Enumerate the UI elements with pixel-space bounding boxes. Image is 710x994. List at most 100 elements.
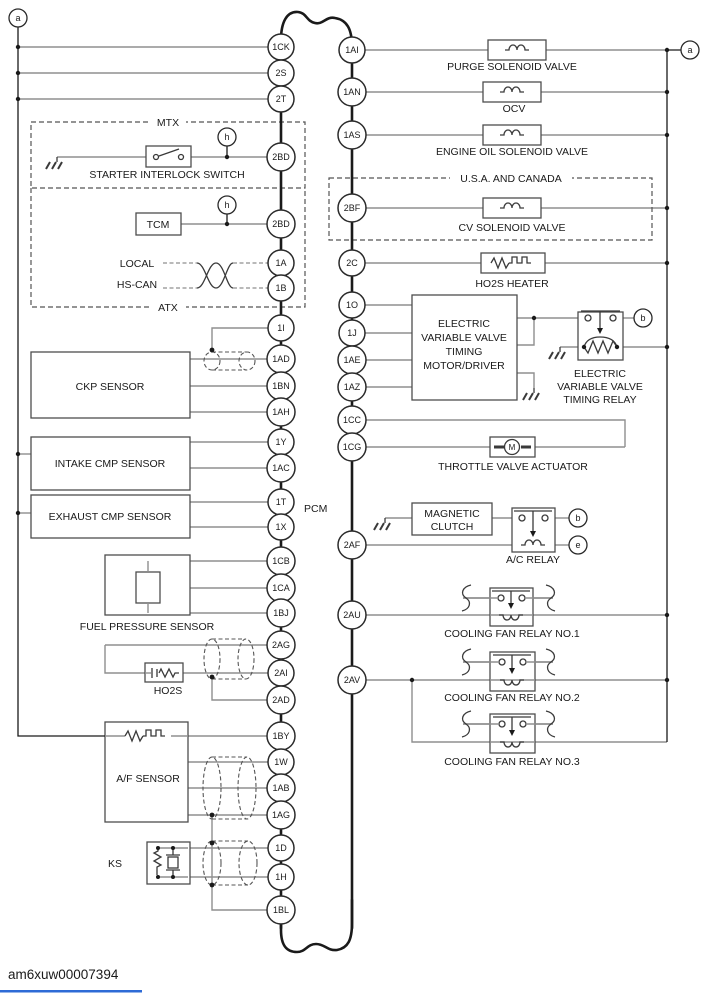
pcm-pin-1ca: 1CA bbox=[266, 573, 296, 603]
ho2s-heater-symbol bbox=[480, 252, 546, 274]
pcm-pins-left: 1CK 2S 2T 2BD 2BD 1A 1B 1I 1AD 1BN 1AH 1… bbox=[266, 33, 296, 925]
doc-code: am6xuw00007394 bbox=[8, 967, 119, 982]
intake-cmp-sensor-box bbox=[30, 436, 191, 491]
svg-text:2C: 2C bbox=[346, 258, 358, 268]
svg-text:1CA: 1CA bbox=[272, 583, 290, 593]
ocv-symbol bbox=[482, 81, 542, 103]
pcm-pin-2au: 2AU bbox=[337, 600, 367, 630]
purge-solenoid-valve-symbol bbox=[487, 39, 547, 61]
pcm-pin-1ai: 1AI bbox=[338, 36, 366, 64]
svg-text:2AD: 2AD bbox=[272, 695, 290, 705]
pcm-pin-1x: 1X bbox=[267, 513, 295, 541]
svg-text:1O: 1O bbox=[346, 300, 358, 310]
pcm-pin-1as: 1AS bbox=[337, 120, 367, 150]
evvt-relay-label: TIMING RELAY bbox=[563, 394, 636, 406]
footer-underline bbox=[0, 990, 142, 993]
pcm-pin-1cb: 1CB bbox=[266, 546, 296, 576]
evvt-motor-driver-label: MOTOR/DRIVER bbox=[423, 360, 505, 372]
twisted-pair-icon bbox=[196, 262, 234, 289]
svg-text:1D: 1D bbox=[275, 843, 287, 853]
pcm-pin-1ad: 1AD bbox=[266, 344, 296, 374]
node-e: e bbox=[568, 535, 588, 555]
pcm-pin-2av: 2AV bbox=[337, 665, 367, 695]
ocv-label: OCV bbox=[503, 103, 526, 115]
svg-text:ELECTRIC: ELECTRIC bbox=[574, 368, 626, 380]
pcm-pin-1d: 1D bbox=[267, 834, 295, 862]
ho2s-heater-label: HO2S HEATER bbox=[475, 278, 549, 290]
ks-box bbox=[146, 841, 191, 885]
pcm-pin-1ae: 1AE bbox=[337, 345, 367, 375]
ac-relay-label: A/C RELAY bbox=[506, 554, 560, 566]
svg-text:1Y: 1Y bbox=[275, 437, 286, 447]
node-b-2: b bbox=[568, 508, 588, 528]
fuel-pressure-sensor-label: FUEL PRESSURE SENSOR bbox=[80, 621, 215, 633]
svg-text:1CK: 1CK bbox=[272, 42, 290, 52]
pcm-pin-1ac: 1AC bbox=[266, 453, 296, 483]
svg-text:1H: 1H bbox=[275, 872, 287, 882]
af-sensor-shield bbox=[202, 756, 257, 820]
node-b-1: b bbox=[633, 308, 653, 328]
pcm-pin-2af: 2AF bbox=[337, 530, 367, 560]
svg-text:2AI: 2AI bbox=[274, 668, 288, 678]
pcm-pin-1an: 1AN bbox=[337, 77, 367, 107]
labels: MTX ATX STARTER INTERLOCK SWITCH TCM LOC… bbox=[49, 61, 643, 870]
atx-dashed-box bbox=[30, 188, 306, 308]
svg-text:2AG: 2AG bbox=[272, 640, 290, 650]
svg-text:e: e bbox=[575, 540, 580, 550]
svg-text:2AF: 2AF bbox=[344, 540, 361, 550]
svg-text:1BL: 1BL bbox=[273, 905, 289, 915]
ac-relay bbox=[511, 507, 556, 553]
svg-text:1AC: 1AC bbox=[272, 463, 290, 473]
svg-text:2BD: 2BD bbox=[272, 152, 290, 162]
svg-text:1CC: 1CC bbox=[343, 415, 362, 425]
pcm-pin-1bl: 1BL bbox=[266, 895, 296, 925]
pcm-pin-1y: 1Y bbox=[267, 428, 295, 456]
svg-text:VARIABLE VALVE: VARIABLE VALVE bbox=[557, 381, 643, 393]
engine-oil-solenoid-valve-symbol bbox=[482, 124, 542, 146]
purge-solenoid-valve-label: PURGE SOLENOID VALVE bbox=[447, 61, 577, 73]
svg-text:1AG: 1AG bbox=[272, 810, 290, 820]
pcm-pin-1t: 1T bbox=[267, 488, 295, 516]
svg-text:1W: 1W bbox=[274, 757, 288, 767]
svg-text:1B: 1B bbox=[275, 283, 286, 293]
svg-text:h: h bbox=[224, 200, 229, 210]
svg-text:2S: 2S bbox=[275, 68, 286, 78]
svg-text:1BN: 1BN bbox=[272, 381, 290, 391]
pcm-pin-1j: 1J bbox=[338, 319, 366, 347]
pcm-pin-1i: 1I bbox=[267, 314, 295, 342]
pcm-pin-1o: 1O bbox=[338, 291, 366, 319]
ks-label: KS bbox=[108, 858, 122, 870]
svg-text:1AD: 1AD bbox=[272, 354, 290, 364]
pcm-pin-1bj: 1BJ bbox=[266, 598, 296, 628]
node-h-1: h bbox=[217, 127, 237, 157]
pcm-pin-2bf: 2BF bbox=[337, 193, 367, 223]
svg-text:1AS: 1AS bbox=[343, 130, 360, 140]
svg-text:1CB: 1CB bbox=[272, 556, 290, 566]
svg-text:2T: 2T bbox=[276, 94, 287, 104]
ckp-sensor-box bbox=[30, 351, 191, 419]
ho2s-shield bbox=[203, 638, 255, 680]
pcm-pin-1ck: 1CK bbox=[267, 33, 295, 61]
svg-text:a: a bbox=[15, 13, 20, 23]
pcm-pin-1a: 1A bbox=[267, 249, 295, 277]
ks-shield bbox=[202, 840, 258, 886]
motor-m-label: M bbox=[509, 443, 516, 452]
throttle-valve-actuator-label: THROTTLE VALVE ACTUATOR bbox=[438, 461, 588, 473]
pcm-pin-2ai: 2AI bbox=[267, 659, 295, 687]
svg-text:1J: 1J bbox=[347, 328, 357, 338]
cooling-fan-relay-1 bbox=[461, 584, 556, 627]
svg-text:1BJ: 1BJ bbox=[273, 608, 289, 618]
pcm-pin-1h: 1H bbox=[267, 863, 295, 891]
svg-text:1AZ: 1AZ bbox=[344, 382, 361, 392]
svg-text:VARIABLE VALVE: VARIABLE VALVE bbox=[421, 332, 507, 344]
node-a-right: a bbox=[680, 40, 700, 60]
magnetic-clutch-label: CLUTCH bbox=[431, 521, 474, 533]
starter-interlock-switch-label: STARTER INTERLOCK SWITCH bbox=[89, 169, 244, 181]
pcm-pin-2t: 2T bbox=[267, 85, 295, 113]
node-a-left: a bbox=[8, 8, 28, 28]
svg-text:1AH: 1AH bbox=[272, 407, 290, 417]
evvt-motor-driver-box bbox=[411, 294, 540, 401]
pcm-pin-2ad: 2AD bbox=[266, 685, 296, 715]
svg-text:1A: 1A bbox=[275, 258, 286, 268]
